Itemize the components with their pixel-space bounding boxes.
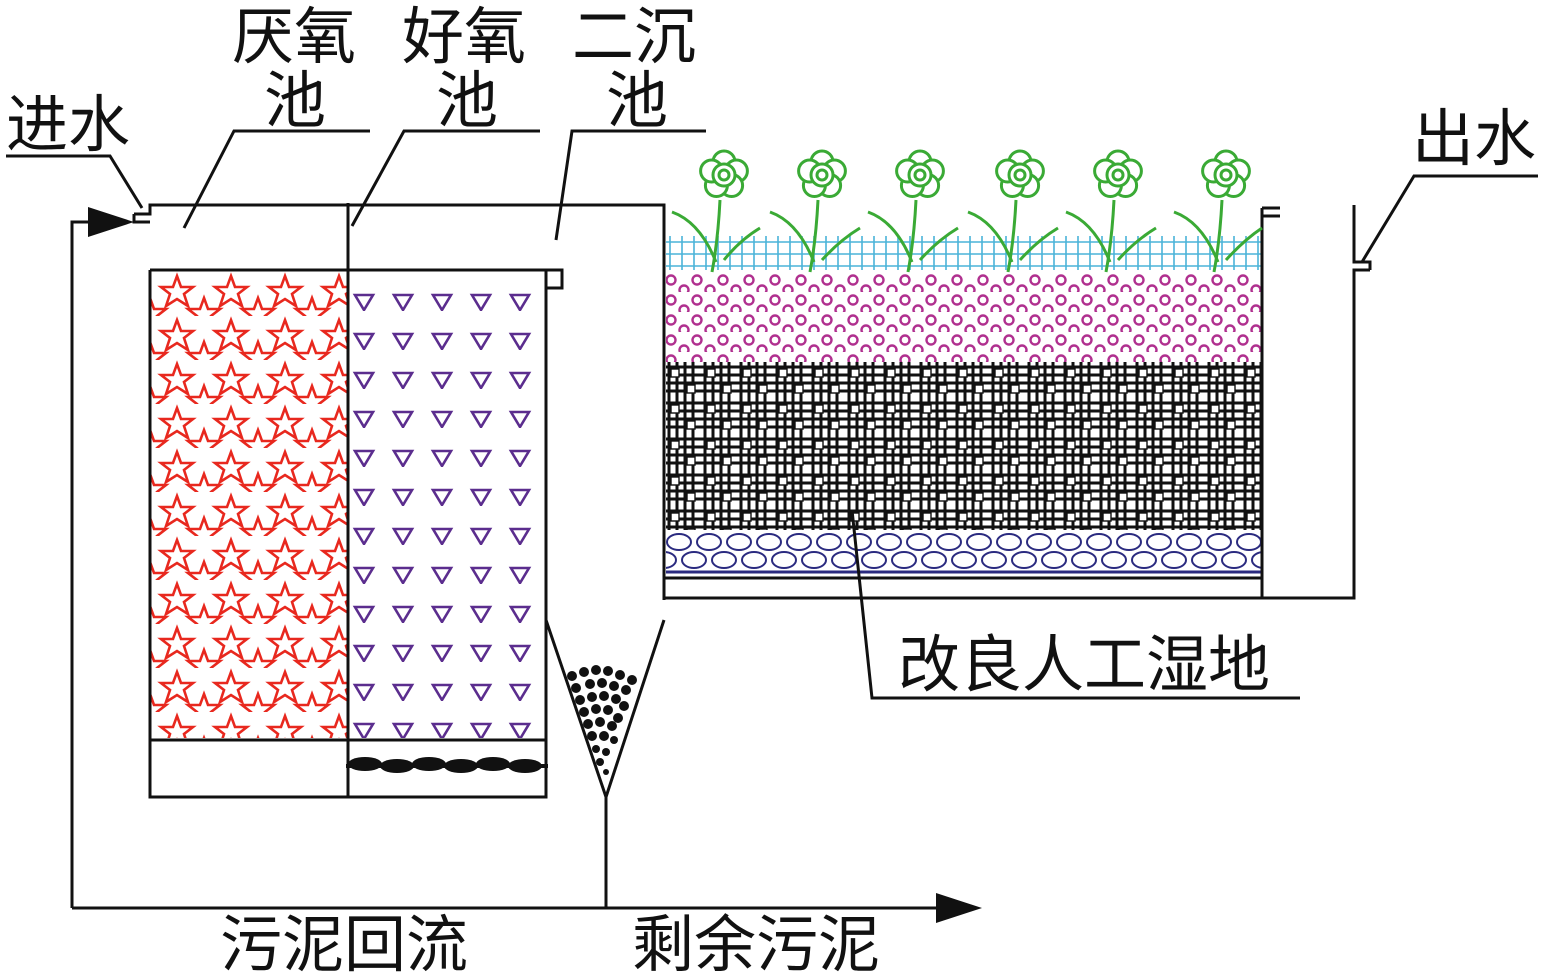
sludge-return-line — [70, 220, 940, 910]
aerobic-label-line2: 池 — [436, 64, 498, 137]
aerobic-label-line1: 好氧 — [402, 0, 526, 73]
wetland-plants — [671, 199, 1263, 273]
secondary-clarifier-label-line2: 池 — [606, 64, 668, 137]
flower-icon — [1093, 149, 1143, 198]
leader-lines — [6, 129, 1538, 700]
flower-icon — [895, 149, 945, 198]
arrow-head-icon — [936, 893, 982, 923]
excess-sludge-label: 剩余污泥 — [632, 908, 880, 979]
anaerobic-label-line2: 池 — [264, 64, 326, 137]
inlet-label: 进水 — [6, 88, 130, 161]
aerator-icon — [346, 757, 548, 773]
outlet-label: 出水 — [1412, 102, 1536, 175]
sludge-particles — [567, 665, 637, 775]
flower-icon — [1201, 149, 1251, 198]
secondary-clarifier-label-line1: 二沉 — [572, 0, 696, 73]
anaerobic-label-line1: 厌氧 — [232, 0, 356, 73]
flower-icon — [995, 149, 1045, 198]
sludge-return-label: 污泥回流 — [220, 908, 468, 979]
anaerobic-tank — [148, 203, 350, 799]
secondary-clarifier — [544, 288, 666, 802]
constructed-wetland — [664, 205, 1372, 600]
flower-icons — [699, 149, 1251, 198]
flower-icon — [797, 149, 847, 198]
aerobic-tank — [346, 270, 548, 799]
arrow-head-icon — [88, 207, 134, 237]
flower-icon — [699, 149, 749, 198]
wetland-label: 改良人工湿地 — [898, 628, 1270, 701]
